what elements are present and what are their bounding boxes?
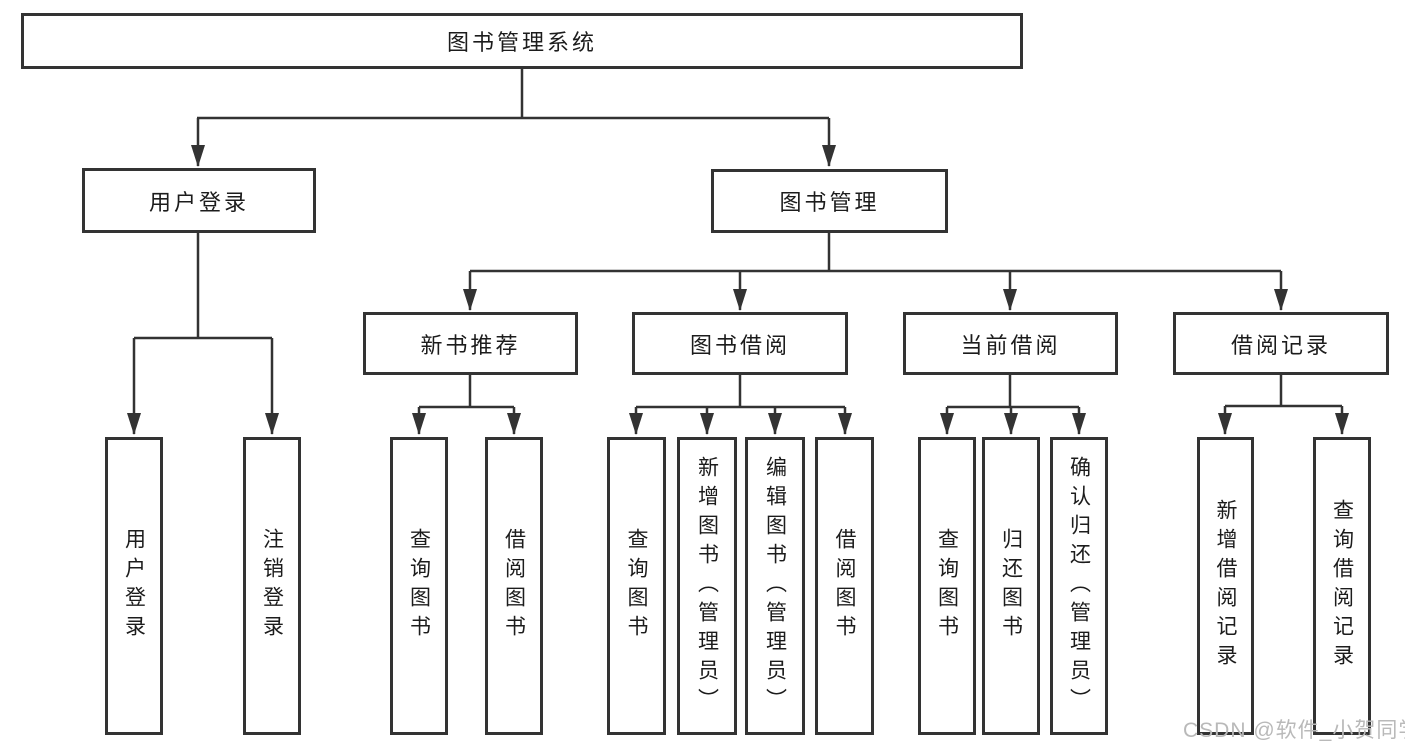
connector-book-borrow	[629, 375, 852, 435]
connector-root	[191, 68, 836, 167]
leaf-query-books-recommend-label: 查询图书	[407, 528, 431, 644]
connector-borrow-records	[1218, 375, 1349, 435]
node-book-management-label: 图书管理	[779, 190, 880, 215]
connector-current-borrow	[940, 375, 1086, 435]
csdn-watermark: CSDN @软件_小贺同学	[1183, 719, 1405, 742]
leaf-query-borrow-record-label: 查询借阅记录	[1330, 499, 1354, 673]
leaf-logout: 注销登录	[243, 437, 301, 735]
node-new-book-recommend: 新书推荐	[363, 312, 578, 375]
leaf-query-books-recommend: 查询图书	[390, 437, 448, 735]
leaf-edit-books-admin-label: 编辑图书（管理员）	[763, 455, 787, 717]
leaf-query-books-current: 查询图书	[918, 437, 976, 735]
leaf-return-books: 归还图书	[982, 437, 1040, 735]
node-new-book-recommend-label: 新书推荐	[420, 332, 521, 358]
leaf-borrow-books-recommend: 借阅图书	[485, 437, 543, 735]
leaf-query-books-borrow-label: 查询图书	[625, 528, 648, 644]
leaf-borrow-books-recommend-label: 借阅图书	[502, 528, 526, 644]
node-user-login-label: 用户登录	[148, 189, 249, 215]
node-book-management: 图书管理	[711, 169, 948, 233]
node-current-borrow: 当前借阅	[903, 312, 1118, 375]
leaf-user-login: 用户登录	[105, 437, 163, 735]
leaf-add-borrow-record: 新增借阅记录	[1197, 437, 1254, 735]
leaf-add-books-admin-label: 新增图书（管理员）	[695, 455, 719, 717]
node-borrow-records-label: 借阅记录	[1230, 332, 1331, 358]
leaf-borrow-books: 借阅图书	[815, 437, 874, 735]
leaf-user-login-label: 用户登录	[122, 528, 146, 644]
leaf-return-books-label: 归还图书	[999, 528, 1023, 644]
node-book-borrow: 图书借阅	[632, 312, 848, 375]
leaf-confirm-return-admin: 确认归还（管理员）	[1050, 437, 1108, 735]
connector-book-management	[463, 233, 1288, 311]
node-current-borrow-label: 当前借阅	[960, 332, 1061, 358]
root-node-label: 图书管理系统	[446, 30, 597, 55]
leaf-borrow-books-label: 借阅图书	[833, 528, 856, 644]
connector-new-book-recommend	[412, 375, 521, 435]
leaf-query-books-current-label: 查询图书	[935, 528, 959, 644]
root-node: 图书管理系统	[21, 13, 1023, 69]
leaf-confirm-return-admin-label: 确认归还（管理员）	[1067, 455, 1091, 717]
leaf-query-borrow-record: 查询借阅记录	[1313, 437, 1371, 735]
leaf-add-borrow-record-label: 新增借阅记录	[1214, 499, 1237, 673]
leaf-add-books-admin: 新增图书（管理员）	[677, 437, 737, 735]
node-user-login: 用户登录	[82, 168, 316, 233]
connector-user-login	[127, 233, 279, 435]
leaf-query-books-borrow: 查询图书	[607, 437, 666, 735]
leaf-logout-label: 注销登录	[260, 528, 284, 644]
leaf-edit-books-admin: 编辑图书（管理员）	[745, 437, 805, 735]
node-borrow-records: 借阅记录	[1173, 312, 1389, 375]
node-book-borrow-label: 图书借阅	[689, 332, 790, 358]
